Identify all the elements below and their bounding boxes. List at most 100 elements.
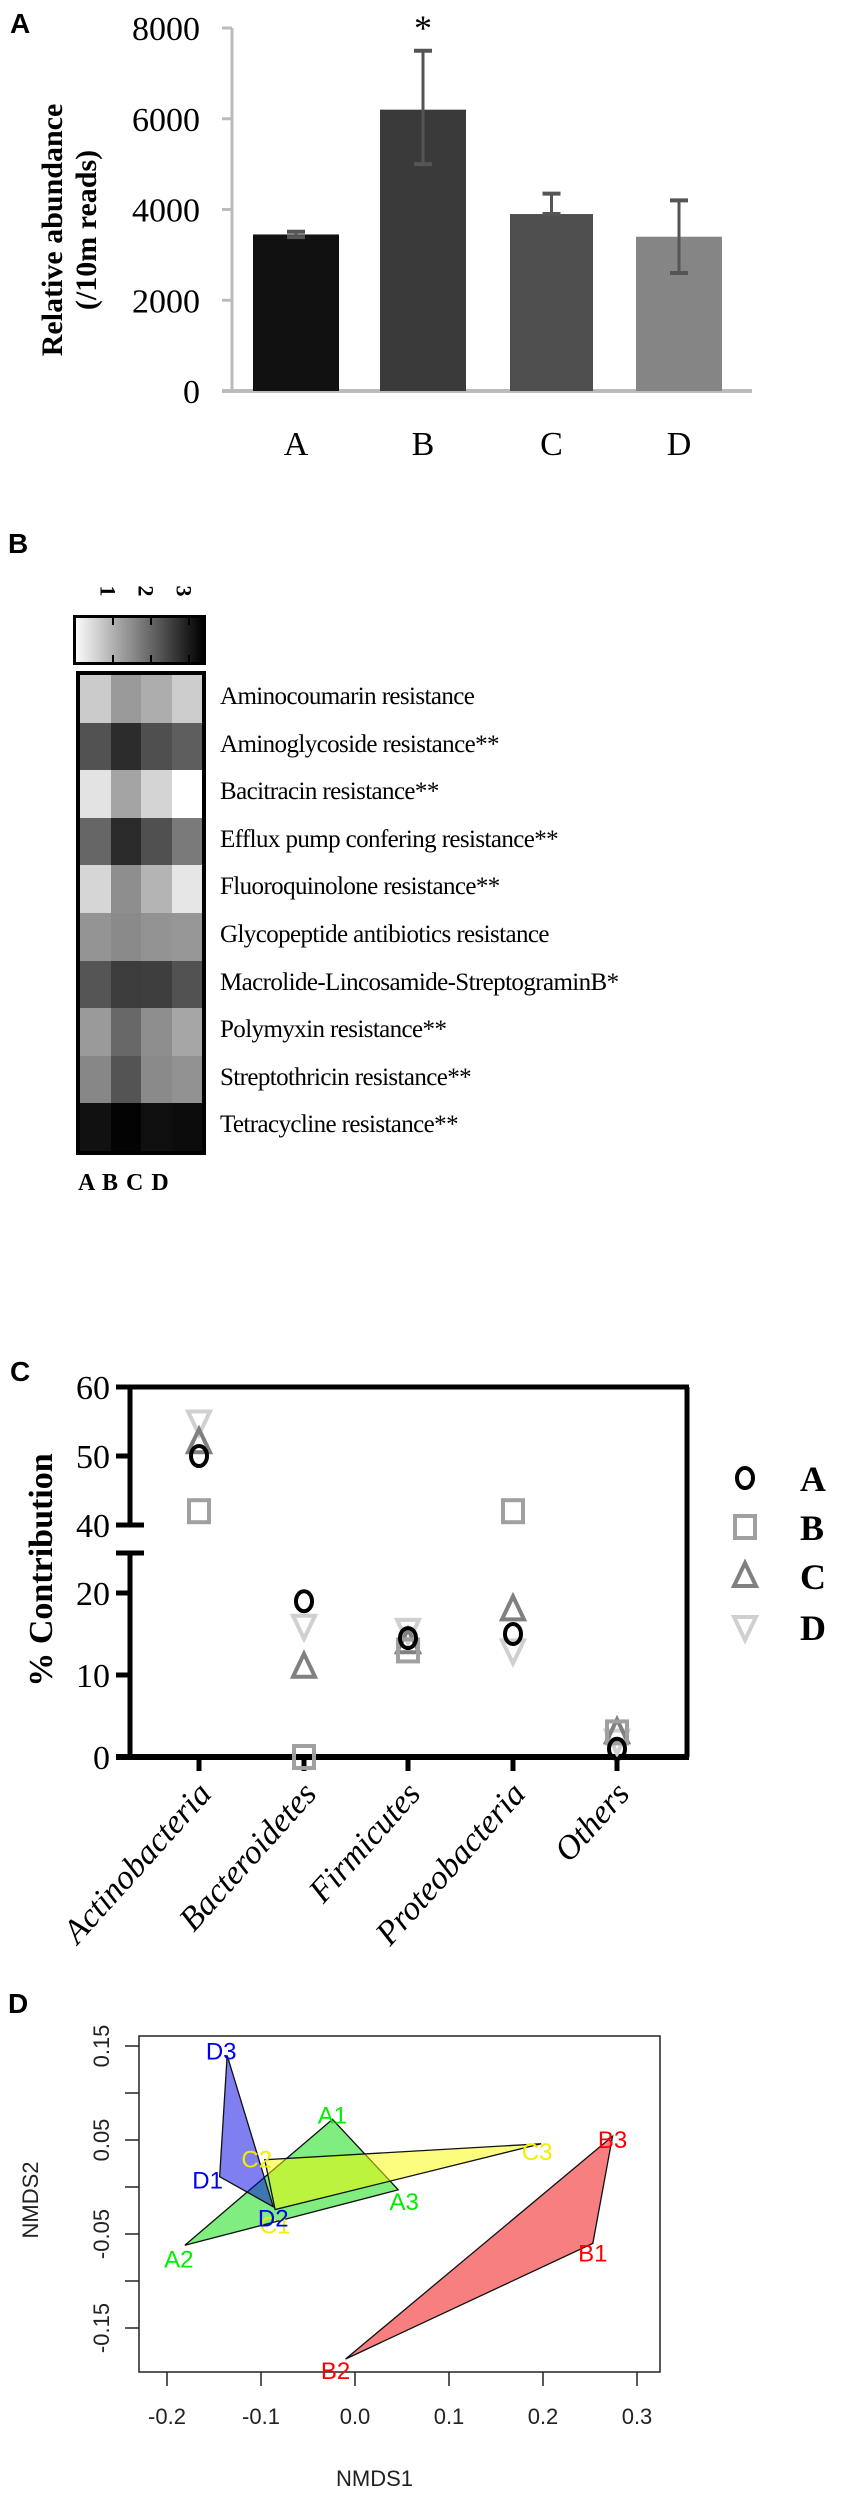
data-point-B: [396, 1637, 420, 1664]
y-tick-label: -0.15: [89, 2303, 114, 2353]
heatmap-cell: [80, 817, 111, 866]
point-label-D1: D1: [192, 2168, 223, 2195]
colorbar-tick-label: 2: [133, 585, 159, 597]
legend-label: D: [800, 1608, 826, 1648]
data-point-C: [498, 1591, 528, 1622]
heatmap-cell: [171, 1103, 202, 1151]
heatmap-cell: [171, 1008, 202, 1056]
data-point-D: [289, 1613, 319, 1644]
y-tick-label: 8000: [132, 11, 200, 48]
y-tick-label: -0.05: [89, 2209, 114, 2259]
point-label-B3: B3: [598, 2127, 627, 2154]
y-tick-label: 10: [76, 1658, 110, 1695]
heatmap-cell: [141, 817, 172, 866]
heatmap-cell: [141, 770, 172, 818]
heatmap-grid: [76, 671, 206, 1155]
y-tick-label: 0: [93, 1740, 110, 1777]
colorbar-tick: [112, 655, 114, 662]
heatmap-cell: [110, 722, 141, 771]
y-axis-title-line1: Relative abundance: [36, 104, 69, 357]
colorbar-tick-label: 3: [171, 585, 197, 597]
heatmap-cell: [80, 675, 111, 723]
legend-marker-A: [735, 1466, 755, 1490]
heatmap-cell: [171, 675, 202, 723]
y-tick-label: 60: [76, 1370, 110, 1407]
data-point-D: [184, 1409, 214, 1440]
heatmap-cell: [141, 722, 172, 771]
point-label-D2: D2: [258, 2206, 289, 2233]
hull-group-B: [345, 2134, 614, 2360]
y-tick-label: 0.15: [89, 2025, 114, 2068]
heatmap-row-label: Polymyxin resistance**: [220, 1016, 447, 1044]
heatmap-row-label: Aminoglycoside resistance**: [220, 730, 499, 758]
y-tick-label: 4000: [132, 193, 200, 230]
heatmap-cell: [141, 960, 172, 1009]
y-tick-label: 50: [76, 1439, 110, 1476]
heatmap-cell: [110, 912, 141, 961]
point-label-B2: B2: [321, 2358, 350, 2385]
legend-marker-C: [730, 1558, 760, 1588]
panel-b-label: B: [8, 528, 29, 559]
bar-C: [510, 214, 593, 391]
heatmap-row-label: Bacitracin resistance**: [220, 778, 439, 806]
point-label-B1: B1: [578, 2240, 607, 2267]
x-tick-label: Others: [548, 1776, 637, 1870]
colorbar: [73, 615, 206, 665]
data-point-A: [189, 1444, 209, 1468]
heatmap-column-labels: A B C D: [78, 1170, 170, 1196]
point-label-A3: A3: [390, 2189, 419, 2216]
heatmap-cell: [110, 960, 141, 1009]
point-label-A1: A1: [318, 2102, 347, 2129]
data-point-D: [498, 1638, 528, 1669]
heatmap-row-label: Streptothricin resistance**: [220, 1063, 472, 1091]
heatmap-cell: [171, 865, 202, 913]
data-point-B: [187, 1498, 211, 1525]
heatmap-cell: [141, 1008, 172, 1056]
significance-asterisk: *: [414, 8, 432, 48]
heatmap-cell: [110, 1055, 141, 1104]
y-tick-label: 2000: [132, 283, 200, 320]
heatmap-cell: [141, 675, 172, 723]
heatmap-cell: [171, 960, 202, 1009]
x-tick-label: 0.3: [622, 2404, 653, 2429]
heatmap-cell: [110, 1008, 141, 1056]
y-tick-label: 0: [183, 374, 200, 411]
heatmap-row-label: Macrolide-Lincosamide-StreptograminB*: [220, 968, 619, 996]
y-axis-title-text: % Contribution: [23, 1453, 60, 1686]
panel-c-label: C: [10, 1356, 31, 1387]
y-tick-label: 20: [76, 1576, 110, 1613]
colorbar-tick: [188, 655, 190, 662]
heatmap-cell: [80, 912, 111, 961]
panel-d-label: D: [8, 1988, 29, 2019]
point-label-C3: C3: [522, 2139, 553, 2166]
x-axis-title: NMDS1: [336, 2466, 413, 2491]
data-point-B: [501, 1498, 525, 1525]
legend-label: B: [800, 1508, 824, 1548]
data-point-C: [184, 1424, 214, 1455]
heatmap-cell: [141, 1055, 172, 1104]
heatmap-row-label: Aminocoumarin resistance: [220, 683, 475, 710]
y-tick-label: 6000: [132, 102, 200, 139]
panel-a-label: A: [10, 8, 31, 39]
x-tick-label: 0.2: [528, 2404, 559, 2429]
colorbar-tick: [150, 618, 152, 625]
heatmap-cell: [171, 817, 202, 866]
data-point-A: [503, 1622, 523, 1646]
legend-label: A: [800, 1459, 826, 1499]
heatmap-cell: [80, 1103, 111, 1151]
x-tick-label: 0.1: [434, 2404, 465, 2429]
heatmap-cell: [110, 817, 141, 866]
hull-group-C: [263, 2143, 542, 2211]
x-tick-label: C: [540, 426, 563, 463]
data-point-A: [294, 1589, 314, 1614]
colorbar-tick: [150, 655, 152, 662]
legend-marker-B: [733, 1514, 757, 1540]
heatmap-cell: [80, 1008, 111, 1056]
y-axis-title-line2: (/10m reads): [70, 150, 103, 310]
hull-group-D: [218, 2055, 275, 2209]
heatmap-cell: [141, 865, 172, 913]
